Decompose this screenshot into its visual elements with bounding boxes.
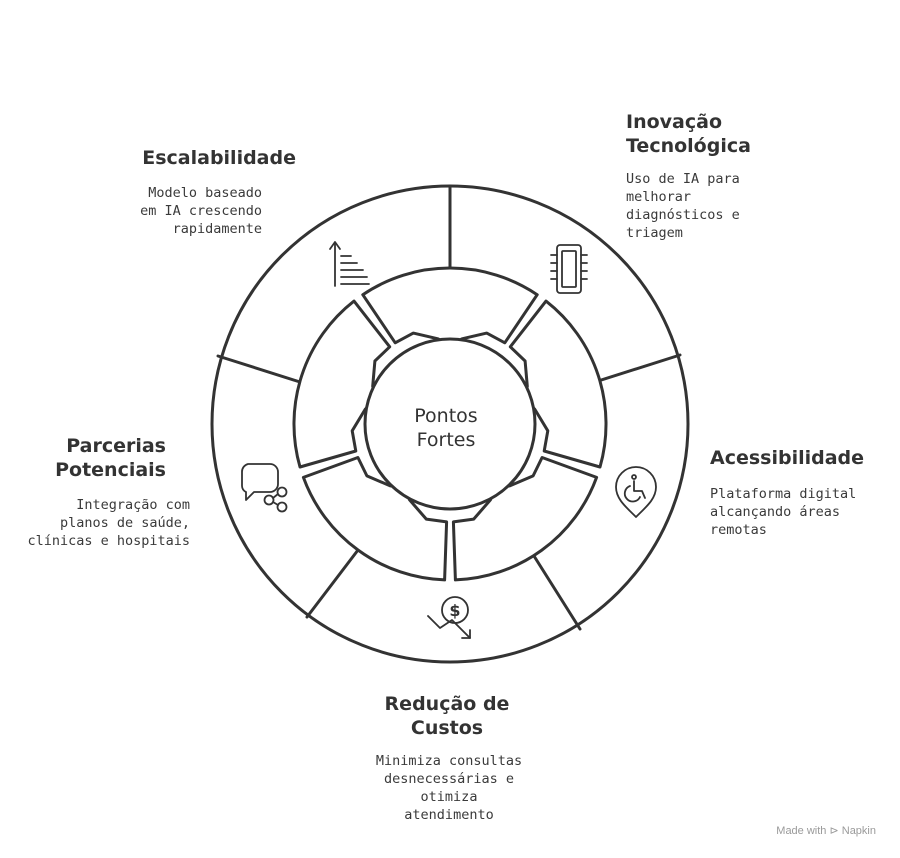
section-body-line: alcançando áreas [710,504,840,520]
section-title-line2: Potenciais [55,459,166,481]
section-body-line: atendimento [404,807,493,823]
section-body-line: clínicas e hospitais [27,533,190,549]
section-acessibilidade: Acessibilidade Plataforma digital alcanç… [710,447,864,538]
section-inovacao: Inovação Tecnológica Uso de IA para melh… [626,111,751,241]
section-title: Escalabilidade [142,147,296,169]
section-title-line1: Redução de [385,693,510,715]
section-body-line: melhorar [626,189,691,205]
arrow-top [361,266,539,348]
section-body-line: Plataforma digital [710,486,856,502]
section-body-line: remotas [710,522,767,538]
svg-text:$: $ [449,601,460,620]
inner-arrows-ring [292,266,608,582]
section-title-line1: Inovação [626,111,722,133]
section-body-line: planos de saúde, [60,515,190,531]
chip-icon [550,244,588,294]
center-circle [363,337,537,511]
segment-separators [216,184,682,631]
section-body-line: diagnósticos e [626,207,740,223]
section-body-line: Modelo baseado [148,185,262,201]
section-body-line: Integração com [76,497,190,513]
section-title-line1: Parcerias [66,435,166,457]
section-body-line: Uso de IA para [626,171,740,187]
chat-share-icon [241,463,288,513]
wheelchair-location-icon [615,466,657,518]
section-body-line: Minimiza consultas [376,753,522,769]
section-body-line: rapidamente [173,221,262,237]
section-body-line: otimiza [421,789,478,805]
section-body-line: em IA crescendo [140,203,262,219]
arrow-left [292,299,392,469]
dollar-down-icon: $ [427,596,471,639]
section-body-line: desnecessárias e [384,771,514,787]
section-escalabilidade: Escalabilidade Modelo baseado em IA cres… [140,147,296,237]
napkin-watermark: Made with ⊳ Napkin [776,825,876,837]
section-title: Acessibilidade [710,447,864,469]
section-title-line2: Custos [411,717,483,739]
section-parcerias: Parcerias Potenciais Integração com plan… [27,435,190,549]
arrow-bottom [301,456,449,582]
section-reducao: Redução de Custos Minimiza consultas des… [376,693,522,823]
section-title-line2: Tecnológica [626,135,751,157]
center-label-line1: Pontos [414,405,477,427]
arrow-right [508,299,608,469]
section-body-line: triagem [626,225,683,241]
center-label-line2: Fortes [417,429,476,451]
growth-chart-icon [329,241,370,287]
arrow-bottom-right [451,456,599,582]
